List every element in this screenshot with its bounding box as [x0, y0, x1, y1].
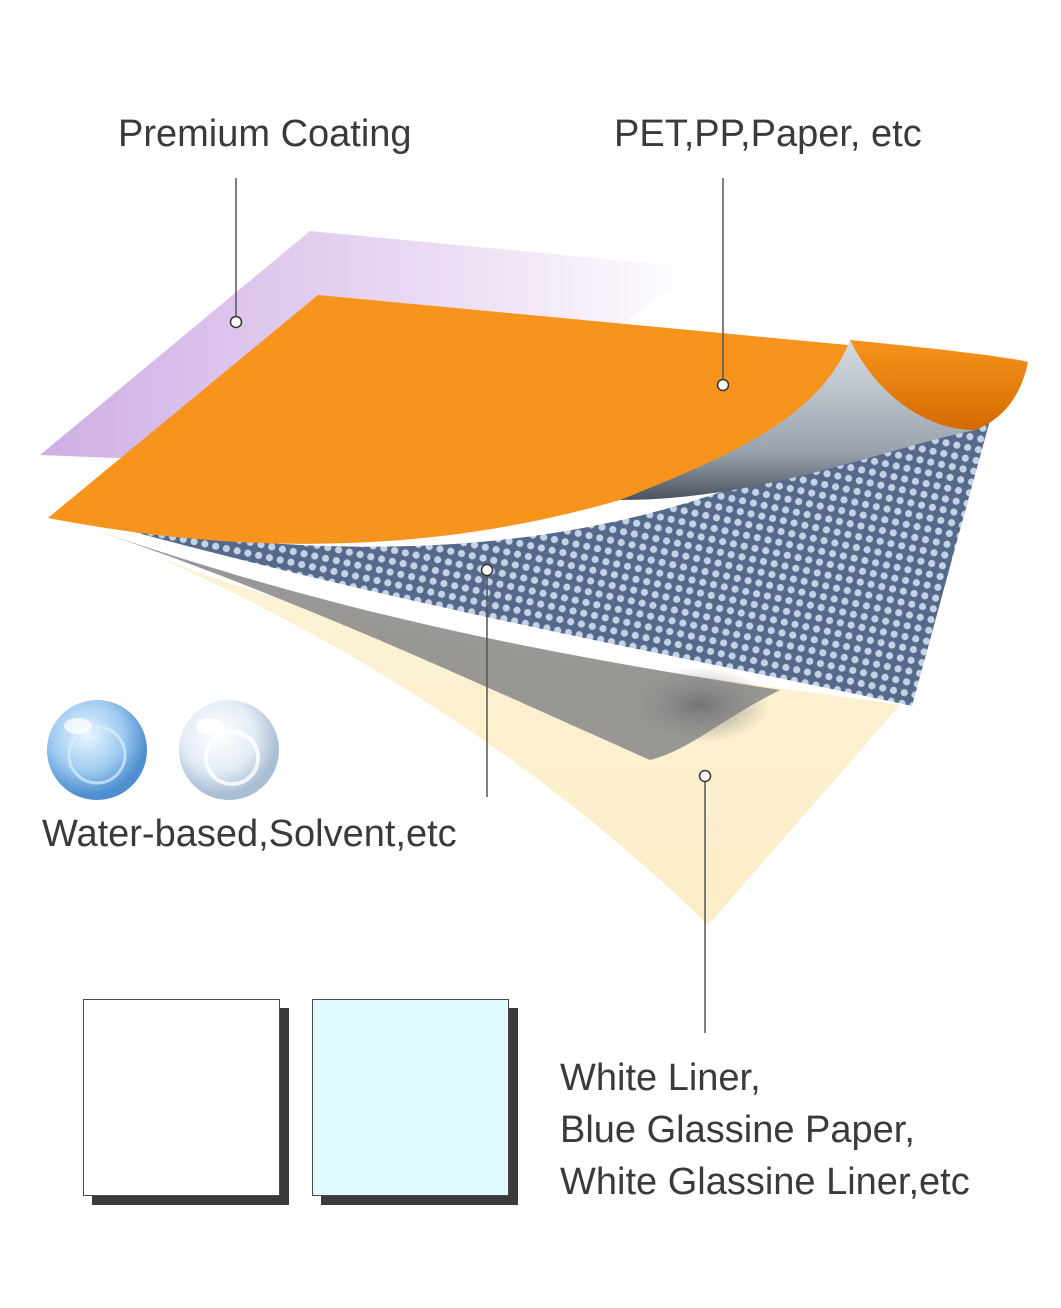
premium-coating-label: Premium Coating [118, 113, 412, 155]
facestock-layer [48, 295, 1028, 544]
leader-dot-adhesive [480, 563, 494, 577]
liner-label-line-2: Blue Glassine Paper, [560, 1109, 915, 1151]
leader-dot-liner [698, 769, 712, 783]
adhesive-layer [108, 420, 990, 706]
liner-label-line-1: White Liner, [560, 1057, 761, 1099]
blue-glassine-swatch [312, 999, 509, 1196]
liner-shadow-blob [630, 667, 770, 743]
liner-shadow [95, 530, 780, 760]
solvent-droplet-icon [179, 700, 279, 800]
liner-layer [95, 530, 900, 925]
facestock-peel-underside [620, 340, 975, 500]
water-droplet-icon [47, 700, 147, 800]
liner-label-line-3: White Glassine Liner,etc [560, 1161, 970, 1203]
adhesive-label: Water-based,Solvent,etc [42, 813, 457, 855]
leader-dot-coating [229, 315, 243, 329]
white-liner-swatch [83, 999, 280, 1196]
facestock-label: PET,PP,Paper, etc [614, 113, 922, 155]
facestock-curl-edge [850, 340, 1028, 430]
liner-label: White Liner, Blue Glassine Paper, White … [560, 1052, 970, 1208]
leader-dot-facestock [716, 378, 730, 392]
